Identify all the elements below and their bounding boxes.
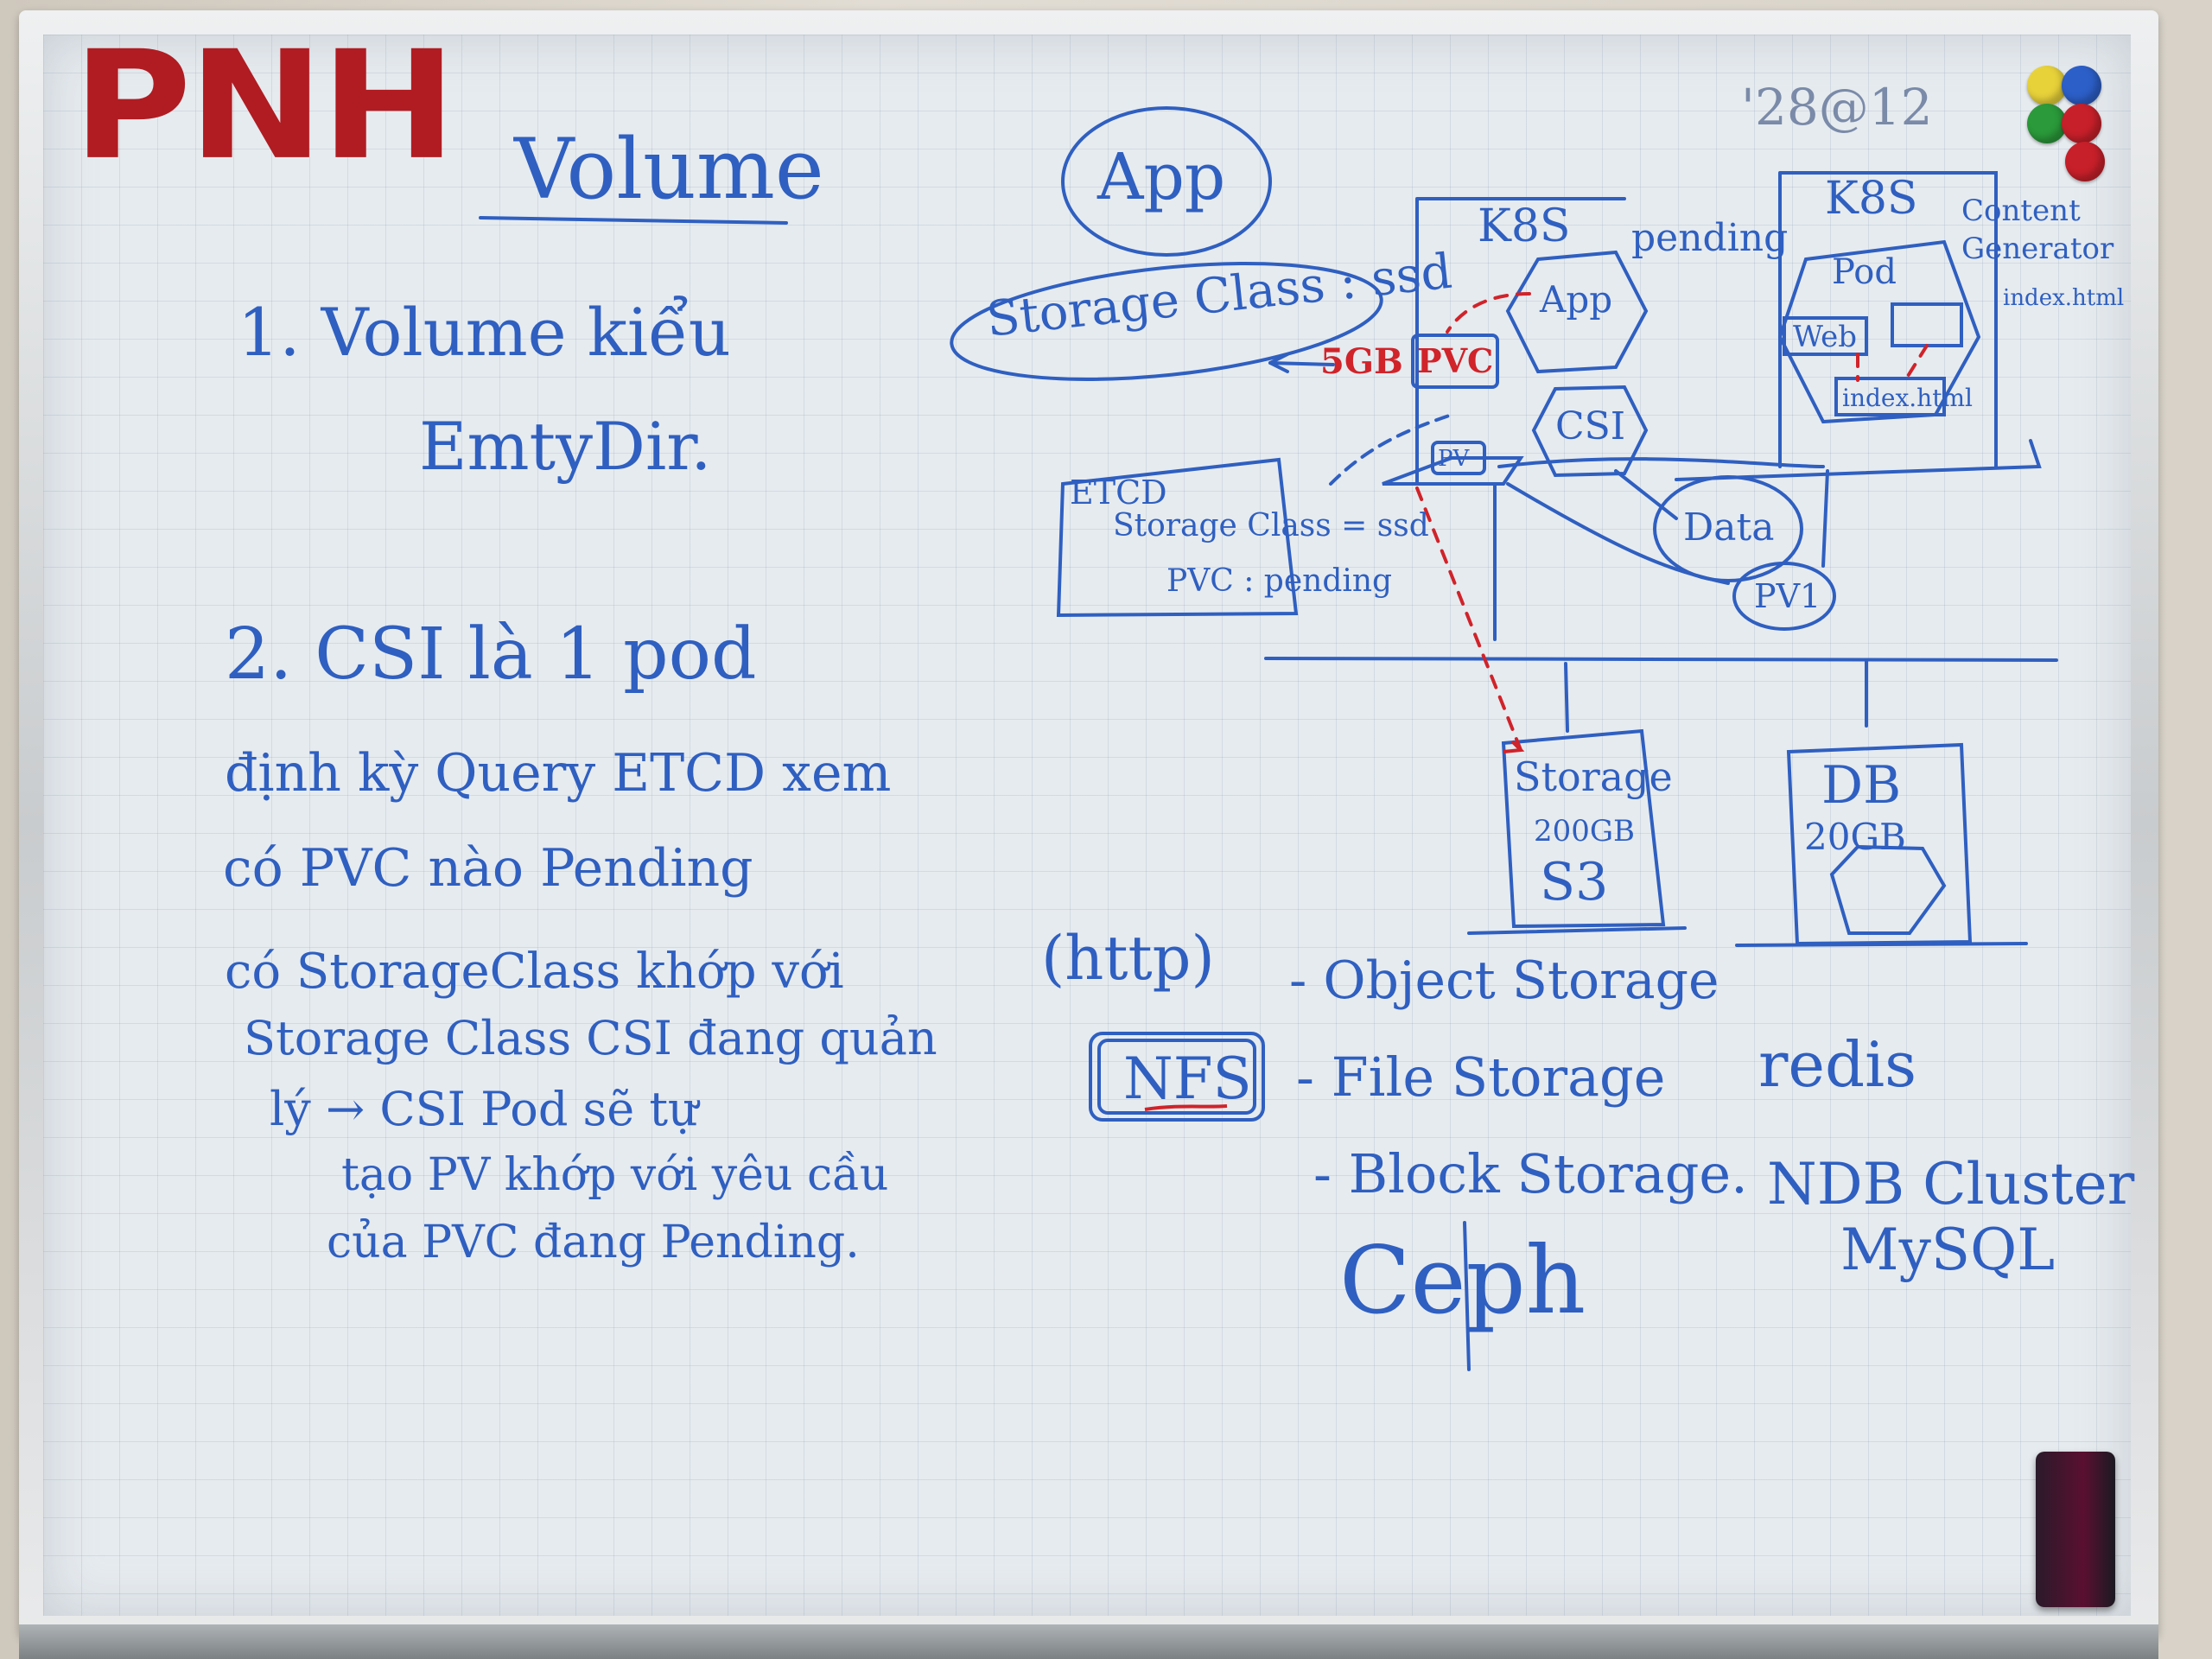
db-base	[1735, 942, 2028, 947]
date-label: '28@12	[1741, 78, 1933, 137]
red-magnet	[2062, 104, 2101, 143]
storage-stem	[1564, 662, 1569, 733]
generator-box	[1891, 302, 1963, 347]
note-line-6: có StorageClass khớp với	[225, 944, 844, 1000]
title: Volume	[514, 121, 824, 218]
note-line-5: có PVC nào Pending	[223, 838, 753, 899]
connector-3	[1821, 469, 1829, 568]
db-size-label: 20GB	[1804, 816, 1906, 858]
storage-label: Storage	[1514, 753, 1673, 800]
note-line-10: của PVC đang Pending.	[327, 1217, 860, 1268]
block-storage-label: - Block Storage.	[1313, 1142, 1748, 1205]
redis-label: redis	[1758, 1028, 1917, 1101]
k8s-left-label: K8S	[1478, 200, 1571, 252]
pvc-label: PVC	[1417, 341, 1494, 380]
red-arrowhead	[1503, 740, 1525, 753]
title-underline	[479, 216, 788, 225]
app-bubble-label: App	[1097, 140, 1226, 214]
app-ellipse	[1061, 106, 1272, 257]
k8s-right-label: K8S	[1825, 173, 1918, 225]
connector-1	[1506, 482, 1730, 585]
k8s-right-box	[1778, 171, 1998, 468]
nfs-box-inner	[1097, 1039, 1256, 1115]
csi-to-data	[1614, 469, 1678, 520]
etcd-to-pv	[1329, 413, 1453, 486]
nfs-label: NFS	[1123, 1046, 1252, 1112]
note-line-4: định kỳ Query ETCD xem	[225, 743, 892, 804]
pv1-label: PV1	[1754, 577, 1821, 615]
pv-box	[1431, 441, 1486, 475]
etcd-box	[1056, 457, 1299, 618]
logo: PNH	[73, 18, 456, 194]
object-storage-label: - Object Storage	[1289, 950, 1719, 1011]
csi-hexagon	[1531, 385, 1649, 478]
content-generator-label: Content Generator	[1961, 194, 2114, 266]
index-html-label: index.html	[1842, 384, 1973, 412]
note-line-3: 2. CSI là 1 pod	[225, 613, 757, 696]
file-storage-label: - File Storage	[1296, 1046, 1666, 1109]
pod-label: Pod	[1832, 252, 1897, 292]
csi-label: CSI	[1555, 404, 1626, 448]
yellow-magnet	[2027, 66, 2067, 105]
k8s-left-box	[1415, 197, 1626, 641]
red-dash-pv-to-storage	[1415, 486, 1522, 752]
arrow-left-head	[1268, 353, 1289, 373]
s3-label: S3	[1540, 852, 1609, 912]
storage-box	[1501, 728, 1666, 929]
pv1-ellipse	[1732, 562, 1836, 631]
storage-size-label: 200GB	[1534, 814, 1636, 849]
pvc-box	[1411, 334, 1499, 389]
ceph-stem	[1463, 1221, 1471, 1371]
storage-base	[1467, 926, 1687, 935]
blue-magnet	[2062, 66, 2101, 105]
etcd-pvc-label: PVC : pending	[1166, 563, 1393, 599]
eraser	[2036, 1452, 2115, 1607]
k8s-right-platform	[1675, 439, 2042, 481]
note-line-7: Storage Class CSI đang quản	[244, 1011, 938, 1065]
ndb-cluster-label: NDB Cluster	[1767, 1151, 2135, 1217]
red-dash-generator	[1904, 344, 1929, 382]
marker-tray	[19, 1624, 2158, 1659]
red-dash-app-to-pvc	[1446, 292, 1531, 334]
pending-label: pending	[1631, 216, 1789, 260]
db-shape	[1829, 844, 1947, 935]
whiteboard-surface	[43, 35, 2131, 1616]
size-5gb: 5GB	[1320, 341, 1403, 382]
data-label: Data	[1683, 505, 1775, 550]
etcd-storageclass-label: Storage Class = ssd	[1113, 508, 1429, 543]
db-box	[1786, 742, 1973, 946]
base-line	[1264, 657, 2058, 662]
red-magnet-2	[2065, 142, 2105, 181]
nfs-box	[1089, 1032, 1265, 1122]
web-label: Web	[1793, 320, 1858, 354]
etcd-label: ETCD	[1070, 474, 1167, 512]
web-box	[1783, 316, 1868, 356]
app-hex-label: App	[1540, 278, 1613, 321]
http-label: (http)	[1041, 923, 1215, 994]
ceph-label: Ceph	[1339, 1227, 1586, 1335]
app-hexagon	[1505, 250, 1649, 374]
mysql-label: MySQL	[1840, 1217, 2056, 1283]
note-line-8: lý → CSI Pod sẽ tự	[270, 1082, 698, 1136]
index-box	[1834, 377, 1946, 416]
note-line-9: tạo PV khớp với yêu cầu	[341, 1149, 889, 1201]
note-line-1: 1. Volume kiểu	[238, 294, 731, 371]
pv-label: PV	[1438, 446, 1470, 472]
connector-2	[1497, 457, 1825, 468]
pv-platform	[1382, 456, 1524, 486]
green-magnet	[2027, 104, 2067, 143]
db-label: DB	[1821, 755, 1902, 816]
storageclass-ellipse	[950, 262, 1383, 381]
index-html-top-label: index.html	[2003, 285, 2125, 311]
arrow-left	[1268, 361, 1335, 366]
nfs-red-underline	[1144, 1104, 1228, 1111]
note-line-2: EmtyDir.	[419, 408, 712, 485]
